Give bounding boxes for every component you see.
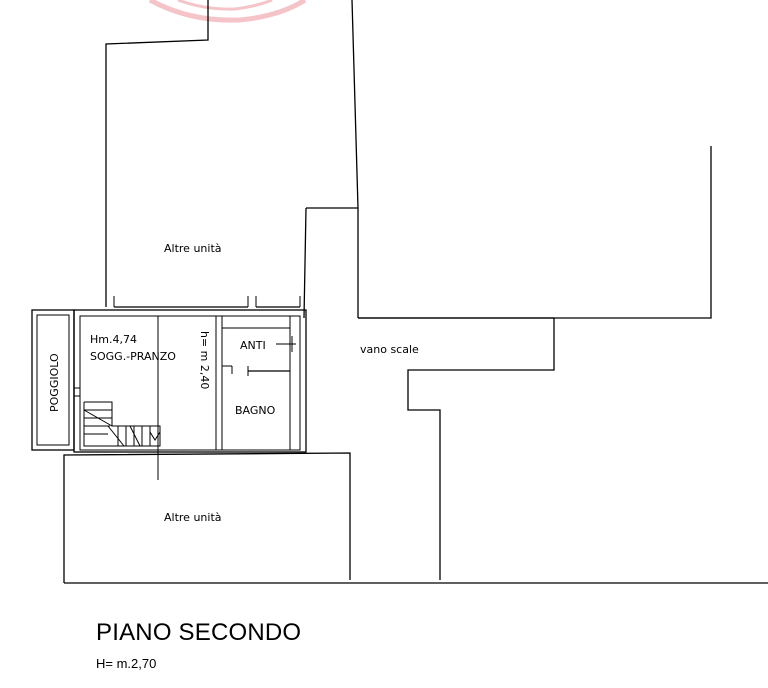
apartment-outer-wall xyxy=(73,309,307,453)
stair-outline xyxy=(83,401,161,447)
label-altre-unita-top: Altre unità xyxy=(164,242,222,255)
floor-title: PIANO SECONDO xyxy=(96,619,302,646)
label-hm: Hm.4,74 xyxy=(90,333,137,346)
apartment-inner-wall xyxy=(79,315,301,451)
watermark-arc xyxy=(148,0,307,23)
floor-height: H= m.2,70 xyxy=(96,656,157,671)
stair-step xyxy=(83,409,113,427)
wall-staircase-left xyxy=(351,0,359,318)
stair-arrow xyxy=(149,431,161,441)
stair-diagonal xyxy=(107,425,125,447)
label-anti: ANTI xyxy=(240,339,266,352)
label-altre-unita-bottom: Altre unità xyxy=(164,511,222,524)
wall-top-right-unit xyxy=(358,146,712,319)
label-sogg-pranzo: SOGG.-PRANZO xyxy=(90,350,176,363)
label-bagno: BAGNO xyxy=(235,404,276,417)
label-ceiling-height: h= m 2,40 xyxy=(198,331,211,389)
wall-top-left-unit xyxy=(105,0,209,307)
label-vano-scale: vano scale xyxy=(360,343,419,356)
balcony-inner xyxy=(36,314,70,446)
wall-corridor-left xyxy=(303,207,307,319)
label-poggiolo: POGGIOLO xyxy=(48,353,61,412)
watermark-arc-inner xyxy=(177,0,273,11)
wall-vano-right xyxy=(358,317,555,580)
wall-bottom-left xyxy=(63,452,351,583)
stair-diagonal xyxy=(129,425,141,447)
balcony-outer xyxy=(31,309,75,451)
